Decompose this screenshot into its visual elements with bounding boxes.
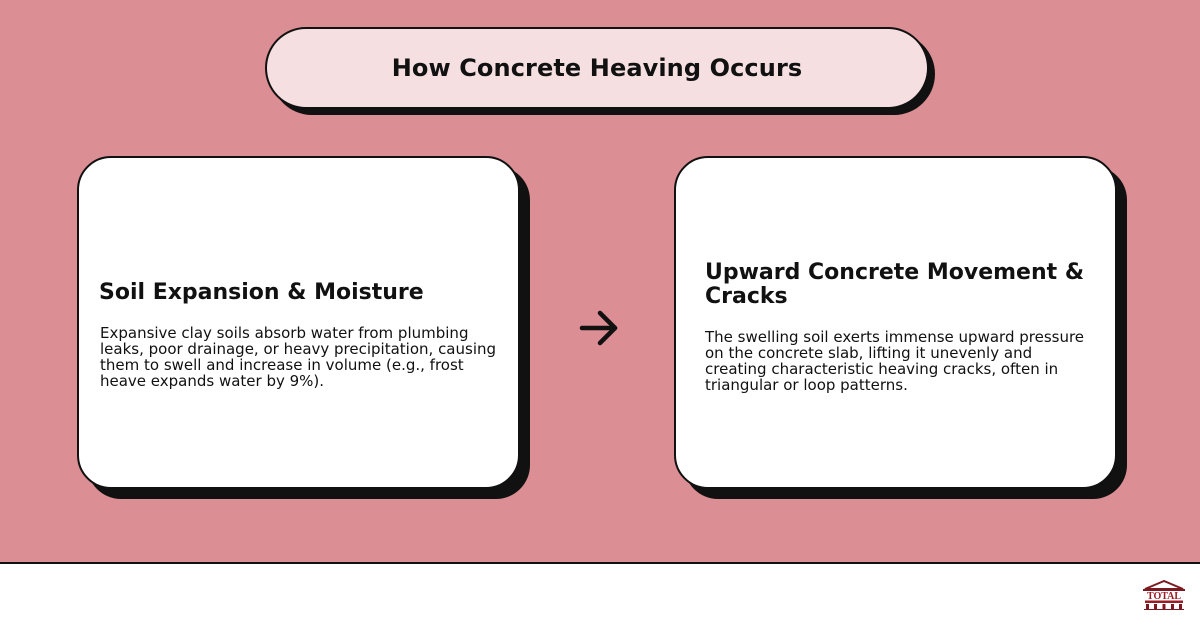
title-pill: How Concrete Heaving Occurs <box>265 27 929 109</box>
arrow-right-icon <box>579 310 618 346</box>
step-title: Upward Concrete Movement & Cracks <box>705 259 1085 309</box>
diagram-title: How Concrete Heaving Occurs <box>391 54 803 82</box>
logo-text: TOTAL <box>1147 591 1181 602</box>
step-card-concrete-movement: Upward Concrete Movement & Cracks The sw… <box>674 156 1117 489</box>
step-description: The swelling soil exerts immense upward … <box>705 327 1085 394</box>
company-logo: TOTAL <box>1143 580 1185 610</box>
diagram-canvas: How Concrete Heaving Occurs Soil Expansi… <box>0 0 1200 564</box>
step-card-soil-expansion: Soil Expansion & Moisture Expansive clay… <box>77 156 520 489</box>
step-title: Soil Expansion & Moisture <box>99 279 424 305</box>
step-description: Expansive clay soils absorb water from p… <box>100 323 497 390</box>
